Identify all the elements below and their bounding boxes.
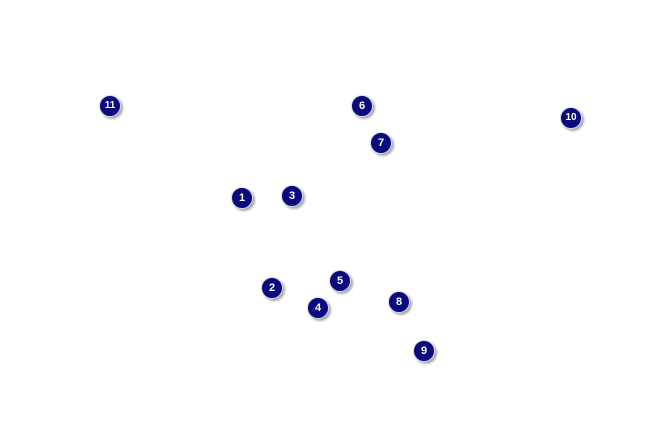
marker-5[interactable]: 5 [329, 270, 351, 292]
marker-8[interactable]: 8 [388, 291, 410, 313]
marker-7[interactable]: 7 [370, 132, 392, 154]
marker-3[interactable]: 3 [281, 185, 303, 207]
marker-2[interactable]: 2 [261, 277, 283, 299]
marker-4[interactable]: 4 [307, 297, 329, 319]
marker-9[interactable]: 9 [413, 340, 435, 362]
marker-1[interactable]: 1 [231, 187, 253, 209]
marker-11[interactable]: 11 [99, 95, 121, 117]
marker-10[interactable]: 10 [560, 107, 582, 129]
marker-6[interactable]: 6 [351, 95, 373, 117]
